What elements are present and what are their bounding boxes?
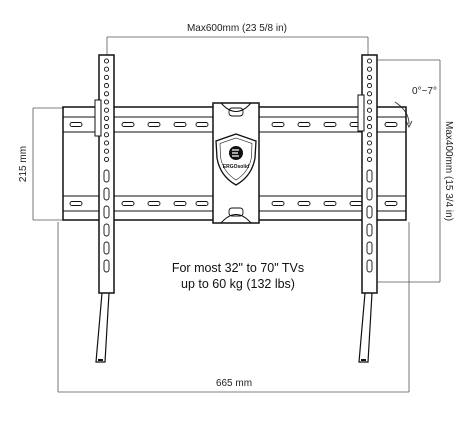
right-vertical-bracket <box>357 54 378 363</box>
bracket-slot <box>103 259 110 273</box>
rail-slot <box>195 201 209 206</box>
dimension-left: 215 mm <box>18 107 64 221</box>
bracket-hole <box>103 140 110 146</box>
brand-logo: ERGOsolid <box>215 133 257 186</box>
rail-slot <box>69 122 83 127</box>
bracket-hole <box>103 132 110 138</box>
rail-slot <box>384 201 398 206</box>
rail-slot <box>69 201 83 206</box>
capacity-caption: For most 32" to 70" TVs up to 60 kg (132… <box>172 261 304 291</box>
left-bracket-holes <box>103 58 110 273</box>
bracket-slot <box>103 187 110 201</box>
rail-slot <box>121 122 135 127</box>
bracket-hole <box>103 83 110 89</box>
bracket-hole <box>103 99 110 105</box>
dimension-right: Max400mm (15 3/4 in) <box>378 59 454 283</box>
rail-slot <box>323 122 337 127</box>
rail-slot <box>323 201 337 206</box>
rail-slot <box>349 201 363 206</box>
bottom-width-label: 665 mm <box>216 378 252 389</box>
top-width-label: Max600mm (23 5/8 in) <box>187 23 287 34</box>
bracket-slot <box>366 259 373 273</box>
bracket-hole <box>366 107 373 113</box>
bracket-hole <box>366 74 373 80</box>
bracket-hole <box>103 66 110 72</box>
bracket-hole <box>366 115 373 121</box>
bracket-hole <box>103 91 110 97</box>
left-vertical-bracket <box>94 54 115 363</box>
tilt-label: 0°~7° <box>412 86 437 97</box>
bracket-hole <box>103 107 110 113</box>
bracket-hole <box>366 99 373 105</box>
rail-slot <box>173 201 187 206</box>
bracket-slot <box>366 205 373 219</box>
bracket-hole <box>366 66 373 72</box>
bracket-hole <box>366 83 373 89</box>
brand-logo-text: ERGOsolid <box>223 164 249 170</box>
rail-slot <box>195 122 209 127</box>
rail-slot <box>271 122 285 127</box>
bracket-slot <box>366 169 373 183</box>
rail-slots <box>69 122 398 206</box>
bracket-slot <box>366 241 373 255</box>
dimension-bottom: 665 mm <box>57 222 410 393</box>
bracket-hole <box>366 140 373 146</box>
bracket-hole <box>103 58 110 64</box>
bracket-hole <box>103 74 110 80</box>
bracket-slot <box>103 223 110 237</box>
bracket-slot <box>366 223 373 237</box>
rail-slot <box>147 201 161 206</box>
bracket-hole <box>103 115 110 121</box>
bracket-hole <box>366 148 373 154</box>
caption-line-2: up to 60 kg (132 lbs) <box>181 277 295 291</box>
rail-slot <box>121 201 135 206</box>
rail-slot <box>297 122 311 127</box>
bracket-hole <box>103 124 110 130</box>
rail-slot <box>173 122 187 127</box>
bracket-hole <box>366 156 373 162</box>
bracket-hole <box>366 124 373 130</box>
rail-slot <box>384 122 398 127</box>
bracket-slot <box>366 187 373 201</box>
bracket-hole <box>366 58 373 64</box>
center-bracket: ERGOsolid <box>212 102 260 224</box>
bracket-slot <box>103 205 110 219</box>
bracket-slot <box>103 241 110 255</box>
left-height-label: 215 mm <box>18 146 29 182</box>
bracket-hole <box>103 148 110 154</box>
rail-slot <box>297 201 311 206</box>
rail-slot <box>147 122 161 127</box>
rail-slot <box>271 201 285 206</box>
dimension-top: Max600mm (23 5/8 in) <box>106 23 369 55</box>
bracket-hole <box>366 91 373 97</box>
bracket-slot <box>103 169 110 183</box>
right-bracket-holes <box>366 58 373 273</box>
right-height-label: Max400mm (15 3/4 in) <box>443 121 454 221</box>
bracket-hole <box>366 132 373 138</box>
bracket-hole <box>103 156 110 162</box>
caption-line-1: For most 32" to 70" TVs <box>172 261 304 275</box>
